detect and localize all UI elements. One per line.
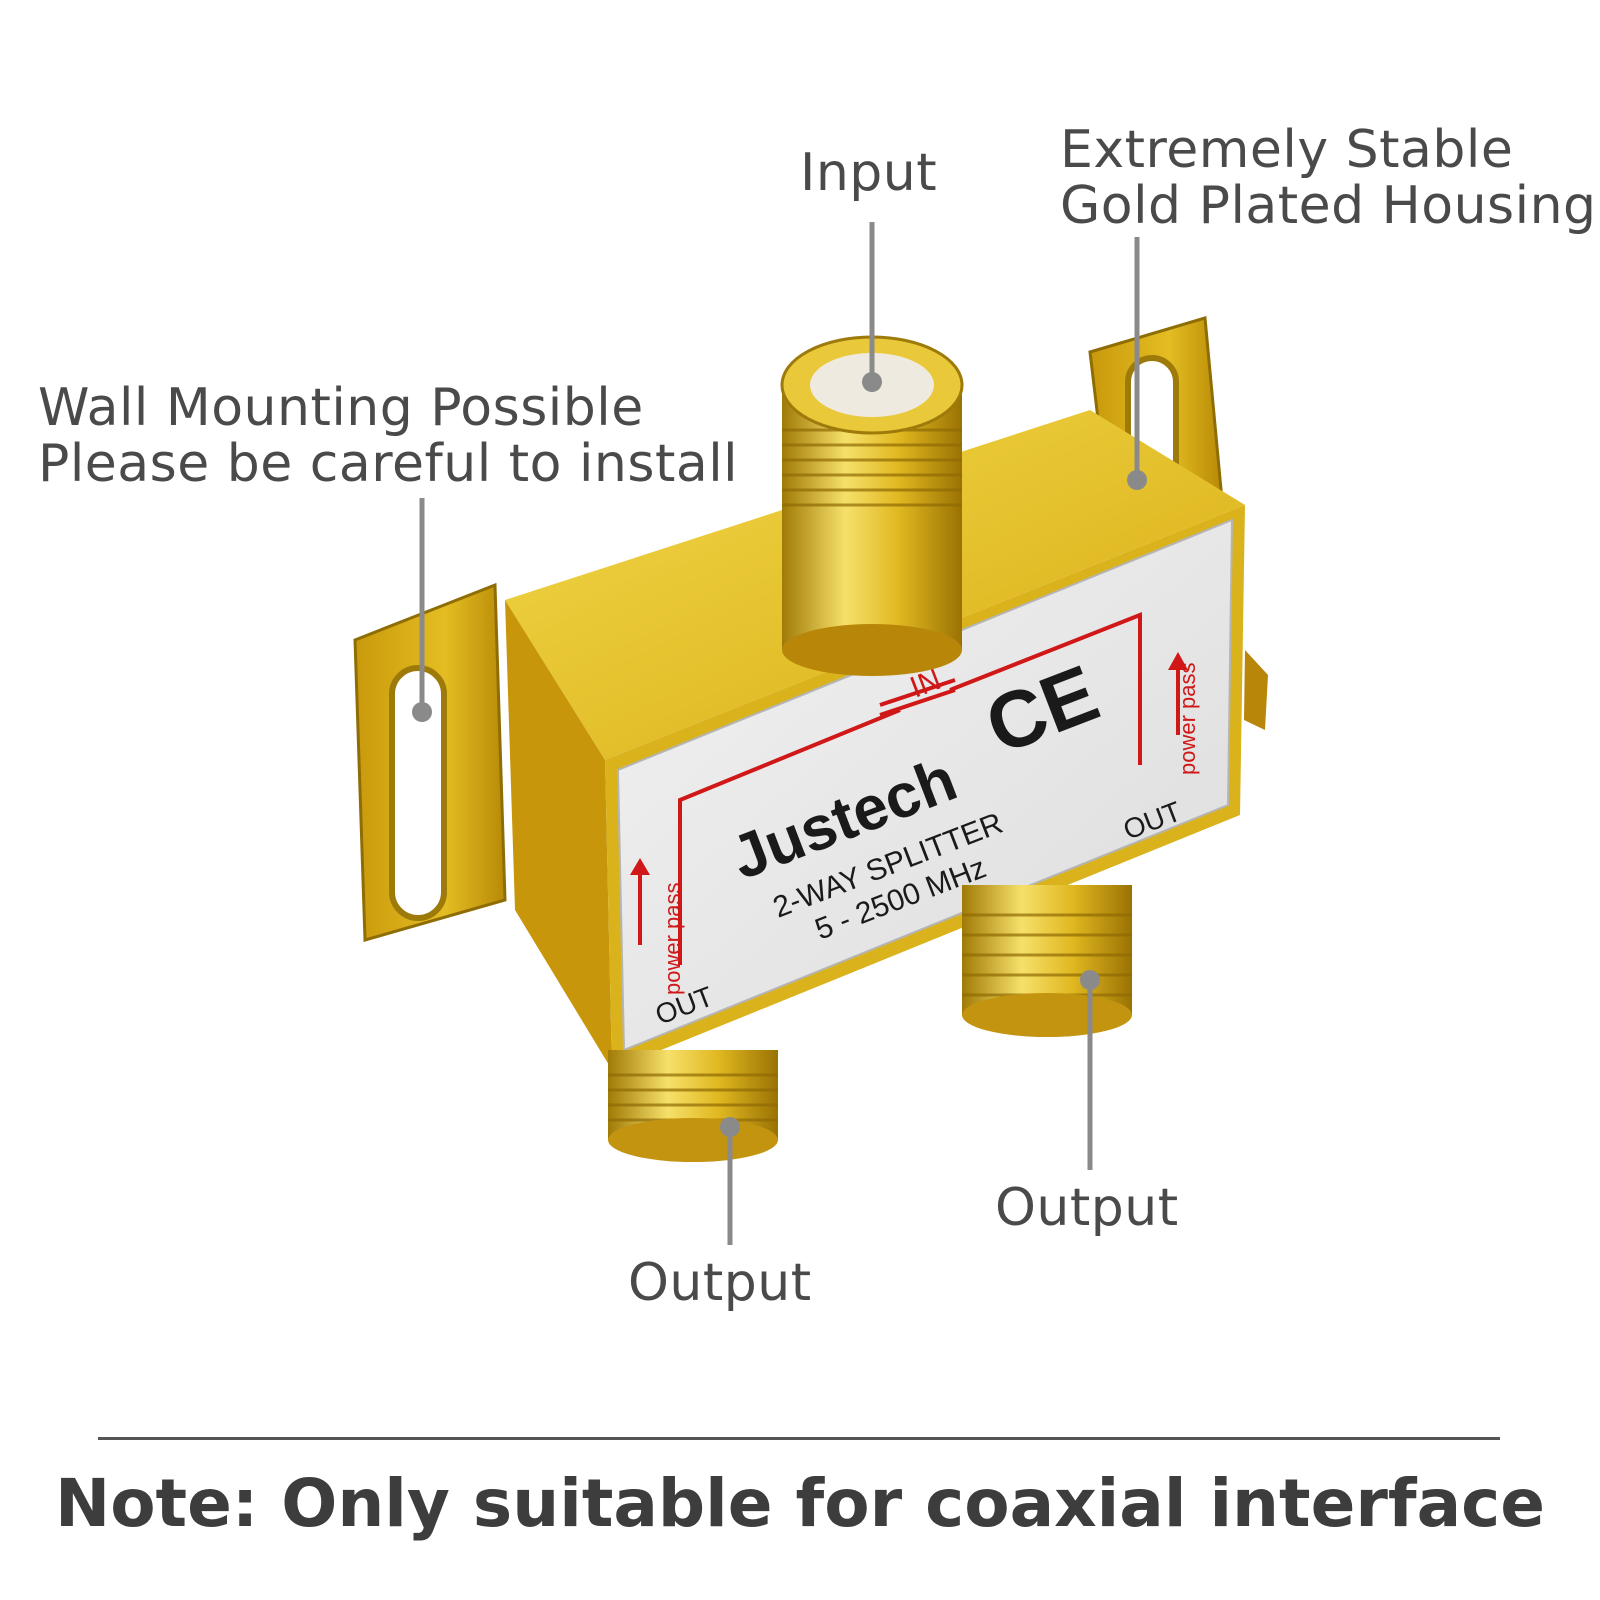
housing-callout: Extremely Stable Gold Plated Housing <box>1060 122 1597 234</box>
left-mounting-bracket <box>353 582 507 942</box>
input-callout: Input <box>800 145 937 201</box>
input-connector <box>780 335 964 676</box>
leader-lines <box>412 222 1147 1245</box>
wall-mount-callout-line2: Please be careful to install <box>38 434 739 494</box>
output-connector-left <box>608 1050 778 1162</box>
output-connector-right <box>962 885 1132 1037</box>
output-right-callout-text: Output <box>995 1178 1179 1238</box>
housing-callout-line2: Gold Plated Housing <box>1060 176 1597 236</box>
output-left-callout: Output <box>628 1255 812 1311</box>
wall-mount-callout-line1: Wall Mounting Possible <box>38 378 644 438</box>
housing-callout-line1: Extremely Stable <box>1060 120 1514 180</box>
plate-power-pass-left: power pass <box>660 882 685 995</box>
label-plate <box>616 518 1234 1052</box>
compatibility-note: Note: Only suitable for coaxial interfac… <box>54 1465 1546 1542</box>
output-left-callout-text: Output <box>628 1253 812 1313</box>
output-right-callout: Output <box>995 1180 1179 1236</box>
wall-mount-callout: Wall Mounting Possible Please be careful… <box>38 380 738 492</box>
divider <box>98 1437 1500 1440</box>
input-callout-text: Input <box>800 143 938 203</box>
plate-power-pass-right: power pass <box>1175 662 1200 775</box>
